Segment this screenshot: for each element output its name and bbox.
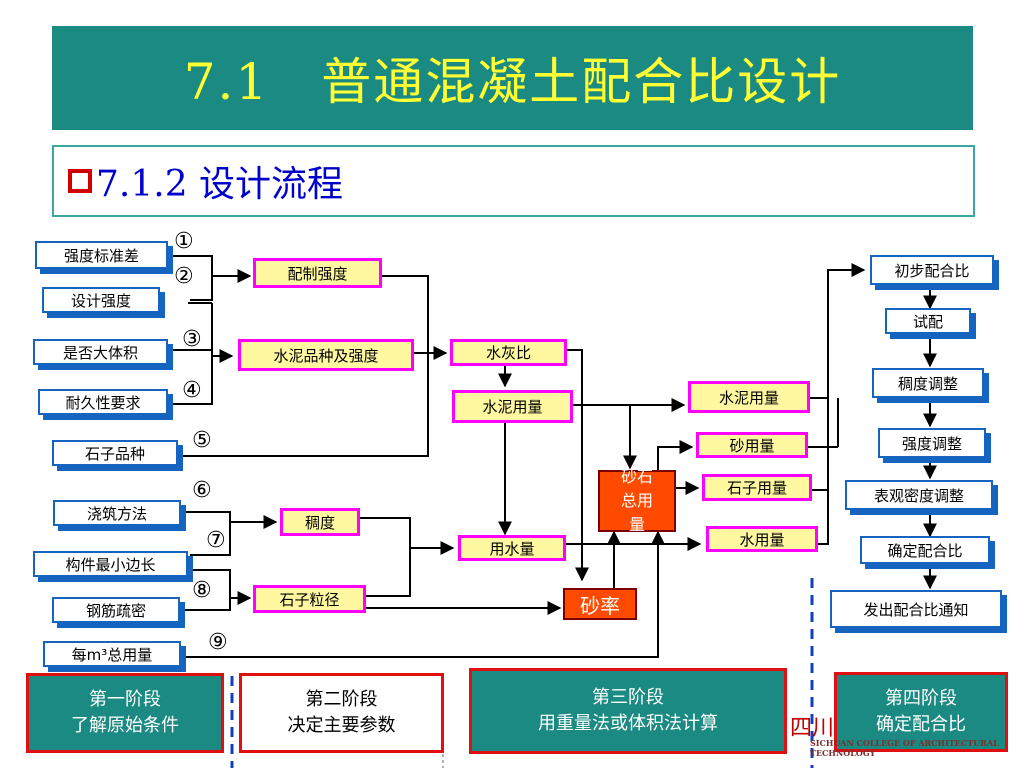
square-bullet-icon [68, 169, 92, 193]
calc-cement-amount: 水泥用量 [452, 390, 573, 423]
input-casting-method: 浇筑方法 [53, 500, 181, 526]
calc-sand-ratio: 砂率 [563, 588, 637, 620]
output-cement-amount: 水泥用量 [688, 381, 810, 413]
stage-3-box: 第三阶段 用重量法或体积法计算 [469, 668, 787, 754]
college-logo: 四川 SICHUAN COLLEGE OF ARCHITECTURAL TECH… [790, 710, 1020, 758]
page-title: 7.1 普通混凝土配合比设计 [183, 53, 842, 111]
stage-4-label: 第四阶段 [885, 688, 957, 709]
stage-1-box: 第一阶段 了解原始条件 [26, 673, 224, 753]
input-mass-volume: 是否大体积 [33, 339, 168, 365]
calc-water-amount: 用水量 [458, 535, 566, 561]
param-consistency: 稠度 [280, 508, 360, 536]
step-number-4: ④ [182, 378, 202, 403]
input-rebar-density: 钢筋疏密 [52, 597, 180, 623]
input-durability: 耐久性要求 [38, 389, 168, 415]
output-water-amount: 水用量 [706, 526, 818, 552]
stage-4-desc: 确定配合比 [876, 714, 966, 735]
output-stone-amount: 石子用量 [702, 474, 812, 501]
input-total-per-m3: 每m³总用量 [43, 641, 181, 667]
step-initial-mix: 初步配合比 [870, 255, 994, 285]
calc-sand-stone-total: 砂石总用量 [598, 467, 676, 534]
calc-water-cement-ratio: 水灰比 [450, 339, 567, 366]
step-consistency-adjust: 稠度调整 [872, 368, 984, 398]
param-cement-type-strength: 水泥品种及强度 [238, 339, 414, 371]
step-number-9: ⑨ [208, 630, 228, 655]
step-issue-notice: 发出配合比通知 [830, 590, 1002, 628]
logo-mark: 四川 [790, 716, 835, 741]
stage-1-desc: 了解原始条件 [71, 715, 179, 736]
step-number-6: ⑥ [192, 478, 212, 503]
input-strength-std-dev: 强度标准差 [35, 241, 168, 269]
step-number-1: ① [174, 229, 194, 254]
step-number-5: ⑤ [192, 428, 212, 453]
step-number-7: ⑦ [206, 528, 226, 553]
step-number-8: ⑧ [192, 578, 212, 603]
title-bar: 7.1 普通混凝土配合比设计 [52, 26, 973, 130]
input-min-member-edge: 构件最小边长 [33, 551, 188, 577]
stage-3-label: 第三阶段 [592, 687, 664, 708]
stage-2-label: 第二阶段 [305, 689, 378, 710]
stage-4-box: 第四阶段 确定配合比 [834, 672, 1008, 752]
step-density-adjust: 表观密度调整 [845, 480, 993, 510]
section-subtitle: 7.1.2 设计流程 [96, 164, 344, 205]
param-mix-strength: 配制强度 [253, 258, 382, 288]
input-design-strength: 设计强度 [42, 287, 160, 313]
logo-subtext: SICHUAN COLLEGE OF ARCHITECTURAL TECHNOL… [810, 738, 999, 758]
stage-3-desc: 用重量法或体积法计算 [538, 713, 718, 734]
output-sand-amount: 砂用量 [696, 432, 808, 458]
step-final-mix: 确定配合比 [860, 536, 990, 564]
step-number-3: ③ [182, 327, 202, 352]
step-trial-mix: 试配 [885, 308, 971, 334]
step-number-2: ② [174, 264, 194, 289]
input-stone-type: 石子品种 [52, 440, 178, 466]
subtitle-bar: 7.1.2 设计流程 [52, 145, 975, 217]
step-strength-adjust: 强度调整 [878, 428, 986, 458]
param-stone-size: 石子粒径 [253, 585, 366, 613]
stage-1-label: 第一阶段 [89, 689, 161, 710]
stage-2-box: 第二阶段 决定主要参数 [239, 673, 444, 753]
stage-2-desc: 决定主要参数 [287, 715, 396, 736]
